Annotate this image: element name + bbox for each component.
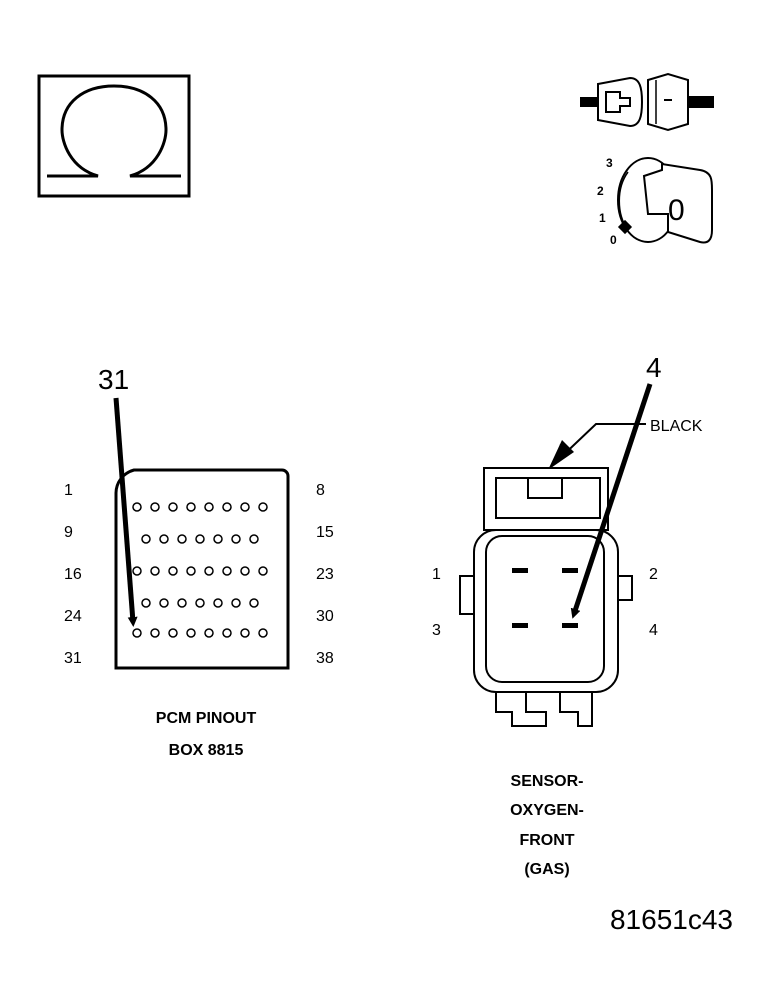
pcm-left-label: 9: [64, 524, 73, 541]
sensor-pin-4: [562, 623, 578, 628]
switch-position-3: 3: [606, 156, 613, 170]
sensor-callout-arrow: [570, 383, 653, 619]
pcm-pin: [168, 628, 178, 638]
pcm-pin: [141, 534, 151, 544]
ignition-switch-icon: 3 2 1 0 0: [597, 156, 713, 247]
key-position-label: 0: [668, 194, 685, 227]
pcm-pin: [213, 534, 223, 544]
pcm-right-label: 38: [316, 650, 334, 667]
sensor-pin-label: 4: [649, 622, 658, 639]
pcm-callout-number: 31: [98, 364, 129, 395]
pcm-pin: [222, 566, 232, 576]
sensor-caption-line: SENSOR-: [511, 773, 584, 790]
figure-id: 81651c43: [610, 904, 733, 935]
sensor-pin-1: [512, 568, 528, 573]
pcm-pin: [141, 598, 151, 608]
pcm-pin: [249, 534, 259, 544]
pcm-caption-line1: PCM PINOUT: [156, 710, 257, 727]
pcm-pin: [168, 502, 178, 512]
pcm-right-label: 8: [316, 482, 325, 499]
switch-position-2: 2: [597, 184, 604, 198]
pcm-pin: [132, 628, 142, 638]
pcm-pin: [204, 502, 214, 512]
pcm-pin: [132, 566, 142, 576]
sensor-pin-label: 2: [649, 566, 658, 583]
pcm-pin: [159, 598, 169, 608]
pcm-left-label: 16: [64, 566, 82, 583]
pcm-pin: [150, 502, 160, 512]
sensor-pin-2: [562, 568, 578, 573]
pcm-pin: [231, 534, 241, 544]
ohmmeter-symbol: [37, 74, 191, 198]
pcm-left-label: 1: [64, 482, 73, 499]
oxygen-sensor-connector: 4 BLACK 1 3 2 4 SENSOR- OXYGEN- FRONT (G…: [432, 352, 703, 878]
pcm-pin: [132, 502, 142, 512]
pcm-pin: [204, 566, 214, 576]
sensor-callout-number: 4: [646, 352, 662, 383]
pcm-pin: [168, 566, 178, 576]
sensor-pin-label: 3: [432, 622, 441, 639]
pcm-pin: [222, 502, 232, 512]
pcm-right-label: 15: [316, 524, 334, 541]
sensor-caption-line: FRONT: [519, 832, 574, 849]
switch-position-1: 1: [599, 211, 606, 225]
sensor-caption-line: (GAS): [524, 861, 569, 878]
pcm-pin: [231, 598, 241, 608]
pcm-callout-arrow: [113, 397, 138, 627]
plug-connector-icon: [580, 72, 714, 132]
connector-color-label: BLACK: [650, 418, 703, 435]
sensor-pin-label: 1: [432, 566, 441, 583]
sensor-caption-line: OXYGEN-: [510, 802, 584, 819]
pcm-pin: [150, 566, 160, 576]
pcm-right-label: 23: [316, 566, 334, 583]
pcm-pin: [186, 502, 196, 512]
switch-position-0: 0: [610, 233, 617, 247]
pcm-pin: [222, 628, 232, 638]
pcm-pin: [186, 628, 196, 638]
pcm-pin: [213, 598, 223, 608]
pcm-left-label: 24: [64, 608, 82, 625]
pcm-pin: [258, 628, 268, 638]
pcm-pin: [177, 534, 187, 544]
pcm-pin: [150, 628, 160, 638]
pcm-left-label: 31: [64, 650, 82, 667]
pcm-caption-line2: BOX 8815: [169, 742, 244, 759]
pcm-pin: [186, 566, 196, 576]
pcm-pin-grid: [132, 502, 268, 638]
pcm-connector-body: [114, 468, 290, 670]
pcm-pin: [258, 566, 268, 576]
pcm-pin: [240, 628, 250, 638]
pcm-pin: [177, 598, 187, 608]
pcm-pin: [159, 534, 169, 544]
pcm-pin: [240, 566, 250, 576]
pcm-right-label: 30: [316, 608, 334, 625]
sensor-pin-3: [512, 623, 528, 628]
pcm-pin: [258, 502, 268, 512]
pcm-pin: [195, 534, 205, 544]
pcm-connector: 31 1 9 16 24 31 8 15 23 30 38 PCM PINOUT…: [64, 364, 334, 759]
pcm-pin: [249, 598, 259, 608]
pcm-pin: [204, 628, 214, 638]
omega-icon: [47, 84, 181, 178]
pcm-pin: [240, 502, 250, 512]
pcm-pin: [195, 598, 205, 608]
